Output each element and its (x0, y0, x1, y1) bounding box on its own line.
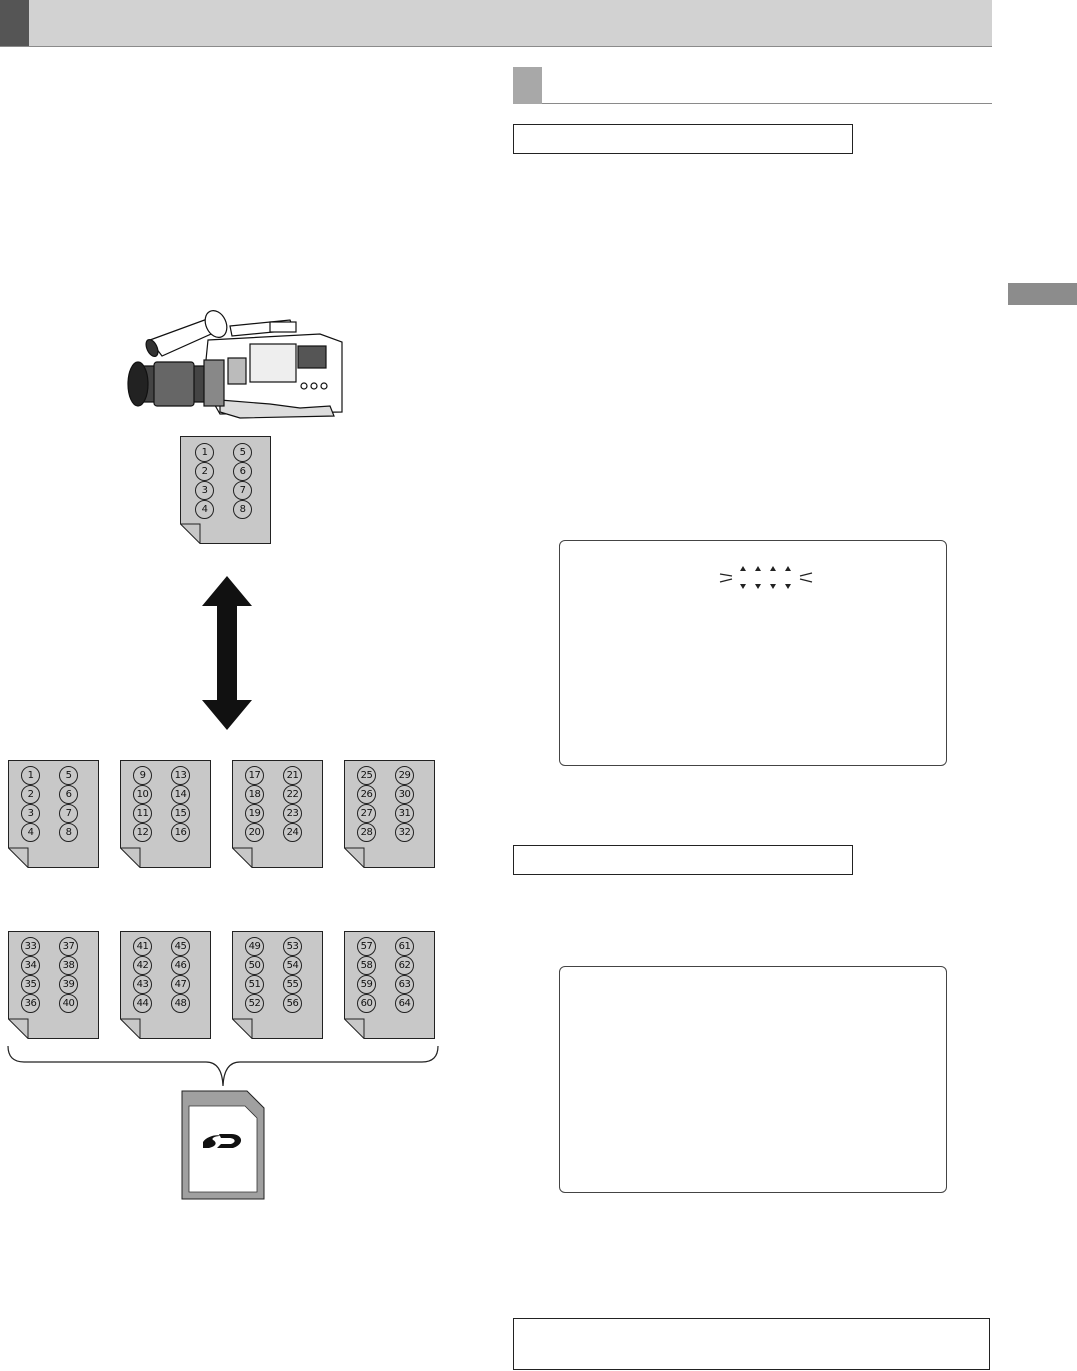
sd-sheet-4: 25 29 26 30 27 31 28 32 (344, 760, 435, 868)
sheet-number: 37 (59, 937, 78, 956)
blinking-cursor-icon (719, 566, 813, 589)
sd-sheet-3: 17 21 18 22 19 23 20 24 (232, 760, 323, 868)
note-box (513, 1318, 990, 1370)
brace-icon (7, 1045, 439, 1087)
sheet-number: 28 (357, 823, 376, 842)
sheet-number: 43 (133, 975, 152, 994)
sheet-number: 4 (21, 823, 40, 842)
sheet-number: 29 (395, 766, 414, 785)
sheet-number: 53 (283, 937, 302, 956)
sheet-number: 2 (195, 462, 214, 481)
sheet-number: 21 (283, 766, 302, 785)
sheet-number: 11 (133, 804, 152, 823)
sheet-number: 3 (195, 481, 214, 500)
label-box-2 (513, 845, 853, 875)
sheet-number: 49 (245, 937, 264, 956)
sheet-number: 4 (195, 500, 214, 519)
sheet-number: 50 (245, 956, 264, 975)
screen-display-2 (559, 966, 947, 1193)
side-tab (1008, 283, 1077, 305)
sheet-number: 40 (59, 994, 78, 1013)
sheet-number: 7 (59, 804, 78, 823)
sheet-number: 19 (245, 804, 264, 823)
sheet-number: 20 (245, 823, 264, 842)
sheet-number: 42 (133, 956, 152, 975)
sheet-number: 33 (21, 937, 40, 956)
camcorder-icon (127, 310, 343, 419)
sheet-number: 64 (395, 994, 414, 1013)
sheet-number: 6 (59, 785, 78, 804)
sheet-number: 2 (21, 785, 40, 804)
sheet-number: 5 (59, 766, 78, 785)
sheet-number: 22 (283, 785, 302, 804)
sheet-number: 24 (283, 823, 302, 842)
sheet-number: 14 (171, 785, 190, 804)
sheet-number: 1 (21, 766, 40, 785)
sheet-number: 34 (21, 956, 40, 975)
sheet-number: 10 (133, 785, 152, 804)
sheet-number: 60 (357, 994, 376, 1013)
sheet-number: 63 (395, 975, 414, 994)
sheet-number: 9 (133, 766, 152, 785)
sheet-number: 36 (21, 994, 40, 1013)
sheet-number: 45 (171, 937, 190, 956)
sheet-number: 5 (233, 443, 252, 462)
sheet-number: 6 (233, 462, 252, 481)
sheet-number: 61 (395, 937, 414, 956)
sd-sheet-6: 41 45 42 46 43 47 44 48 (120, 931, 211, 1039)
sheet-number: 17 (245, 766, 264, 785)
sheet-number: 39 (59, 975, 78, 994)
sheet-number: 15 (171, 804, 190, 823)
sheet-number: 44 (133, 994, 152, 1013)
sheet-number: 59 (357, 975, 376, 994)
section-heading-block (513, 67, 542, 104)
sheet-number: 8 (233, 500, 252, 519)
sheet-number: 52 (245, 994, 264, 1013)
sheet-number: 8 (59, 823, 78, 842)
sheet-number: 54 (283, 956, 302, 975)
sheet-number: 46 (171, 956, 190, 975)
sd-card-shape (181, 1090, 265, 1200)
sheet-number: 3 (21, 804, 40, 823)
sheet-number: 26 (357, 785, 376, 804)
sheet-number: 18 (245, 785, 264, 804)
double-arrow-icon (202, 576, 252, 730)
sheet-number: 57 (357, 937, 376, 956)
sheet-number: 47 (171, 975, 190, 994)
sheet-number: 38 (59, 956, 78, 975)
sheet-number: 41 (133, 937, 152, 956)
sheet-number: 48 (171, 994, 190, 1013)
section-heading-rule (542, 103, 992, 104)
sd-sheet-5: 33 37 34 38 35 39 36 40 (8, 931, 99, 1039)
sheet-number: 23 (283, 804, 302, 823)
sheet-number: 30 (395, 785, 414, 804)
sheet-number: 27 (357, 804, 376, 823)
sd-card-icon (181, 1090, 265, 1205)
sheet-number: 55 (283, 975, 302, 994)
sheet-number: 1 (195, 443, 214, 462)
sd-sheet-7: 49 53 50 54 51 55 52 56 (232, 931, 323, 1039)
sheet-number: 58 (357, 956, 376, 975)
sheet-number: 7 (233, 481, 252, 500)
sheet-shape (180, 436, 271, 544)
sheet-number: 32 (395, 823, 414, 842)
sheet-number: 62 (395, 956, 414, 975)
sd-sheet-8: 57 61 58 62 59 63 60 64 (344, 931, 435, 1039)
sheet-number: 56 (283, 994, 302, 1013)
sd-sheet-1: 1 5 2 6 3 7 4 8 (8, 760, 99, 868)
sheet-number: 25 (357, 766, 376, 785)
sheet-number: 51 (245, 975, 264, 994)
sd-sheet-2: 9 13 10 14 11 15 12 16 (120, 760, 211, 868)
sheet-number: 31 (395, 804, 414, 823)
sheet-number: 12 (133, 823, 152, 842)
label-box-1 (513, 124, 853, 154)
sheet-number: 35 (21, 975, 40, 994)
settings-sheet-top: 1 5 2 6 3 7 4 8 (180, 436, 271, 544)
header-bar (0, 0, 992, 47)
screen-display-1 (559, 540, 947, 766)
sheet-number: 16 (171, 823, 190, 842)
header-accent-block (0, 0, 29, 46)
sheet-number: 13 (171, 766, 190, 785)
